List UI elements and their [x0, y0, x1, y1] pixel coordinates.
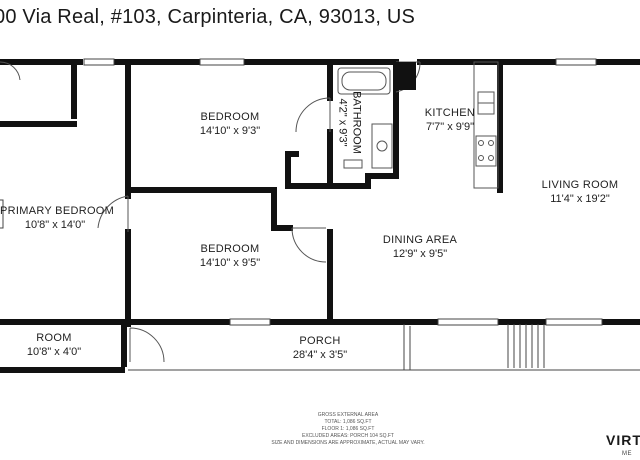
room-label-porch: PORCH 28'4" x 3'5"	[270, 334, 370, 362]
kitchen-counter	[473, 61, 499, 189]
room-name: ROOM	[36, 332, 72, 344]
window-bottom-3	[545, 318, 603, 326]
door-midbed	[291, 227, 327, 263]
area-heading: GROSS EXTERNAL AREA	[317, 412, 379, 418]
room-name: DINING AREA	[382, 234, 458, 246]
window-top-2	[199, 58, 245, 66]
room-dims: 28'4" x 3'5"	[292, 349, 348, 361]
room-name: PRIMARY BEDROOM	[0, 205, 115, 217]
wall-midbed-right	[271, 187, 293, 231]
window-top-1	[83, 58, 115, 66]
area-summary: GROSS EXTERNAL AREA TOTAL: 1,086 sq.ft F…	[268, 412, 428, 447]
kitchen-stove	[475, 135, 497, 167]
room-dims: 10'8" x 4'0"	[26, 346, 82, 358]
room-dims: 14'10" x 9'3"	[199, 125, 261, 137]
area-total: TOTAL: 1,086 sq.ft	[324, 419, 372, 425]
room-name: KITCHEN	[424, 107, 476, 119]
door-room	[129, 327, 165, 363]
room-label-bedroom-mid: BEDROOM 14'10" x 9'5"	[180, 242, 280, 270]
room-dims: 12'9" x 9'5"	[392, 248, 448, 260]
door-primary	[97, 195, 129, 232]
kitchen-fixtures	[473, 61, 499, 189]
room-label-room: ROOM 10'8" x 4'0"	[4, 331, 104, 359]
area-excluded: EXCLUDED AREAS: PORCH 104 sq.ft	[302, 433, 394, 439]
thin-lines	[0, 58, 640, 371]
room-label-bathroom-dims: 4'2" x 9'3"	[336, 98, 349, 147]
window-bottom-2	[437, 318, 499, 326]
room-dims: 14'10" x 9'5"	[199, 257, 261, 269]
brand-logo-sub: ME	[622, 451, 632, 457]
room-dims: 7'7" x 9'9"	[425, 121, 475, 133]
room-name: LIVING ROOM	[541, 179, 619, 191]
room-name: PORCH	[299, 335, 341, 347]
bathroom-fixtures	[337, 67, 393, 169]
room-name: BEDROOM	[200, 111, 260, 123]
room-label-bathroom-name: BATHROOM	[350, 91, 363, 154]
room-dims: 11'4" x 19'2"	[550, 193, 610, 205]
bath-column	[396, 62, 416, 90]
window-bottom-1	[229, 318, 271, 326]
bath-vanity	[371, 123, 393, 169]
bathtub-inner	[341, 71, 387, 91]
window-top-3	[555, 58, 597, 66]
room-dims: 10'8" x 14'0"	[24, 219, 86, 231]
bath-sink	[376, 140, 388, 152]
wall-bath-left	[329, 173, 371, 189]
room-label-living-room: LIVING ROOM 11'4" x 19'2"	[530, 178, 630, 206]
door-bedroom-top	[295, 97, 331, 133]
wall-bath-right	[365, 59, 399, 179]
room-label-kitchen: KITCHEN 7'7" x 9'9"	[410, 106, 490, 134]
property-address: 00 Via Real, #103, Carpinteria, CA, 9301…	[0, 6, 416, 28]
room-label-bedroom-top: BEDROOM 14'10" x 9'3"	[180, 110, 280, 138]
wall-bed-step	[285, 151, 333, 189]
area-floor: FLOOR 1: 1,086 sq.ft	[321, 426, 375, 432]
walls	[0, 59, 640, 373]
porch-stairs	[507, 324, 545, 368]
bathtub	[337, 67, 391, 95]
window-left-1	[0, 199, 4, 229]
area-disclaimer: SIZE AND DIMENSIONS ARE APPROXIMATE, ACT…	[271, 440, 425, 446]
toilet-tank	[343, 159, 363, 169]
door-closet	[0, 61, 21, 81]
room-label-primary-bedroom: PRIMARY BEDROOM 10'8" x 14'0"	[0, 204, 115, 232]
room-name: BEDROOM	[200, 243, 260, 255]
room-label-dining-area: DINING AREA 12'9" x 9'5"	[370, 233, 470, 261]
brand-logo: VIRT	[606, 432, 640, 448]
